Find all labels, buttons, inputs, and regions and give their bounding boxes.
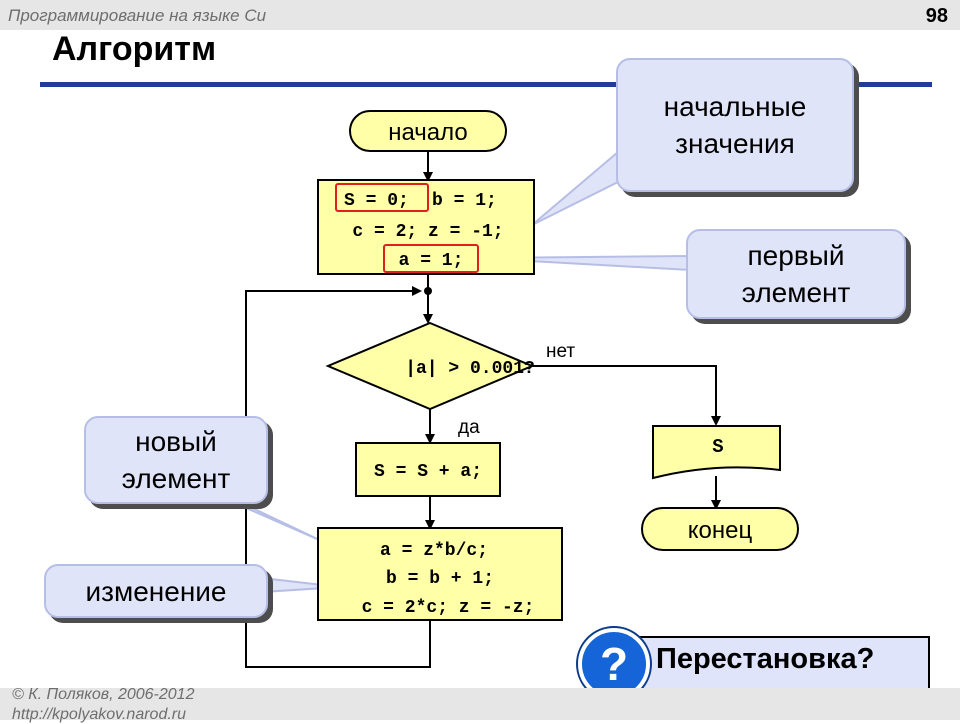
output-label: S [712, 436, 723, 458]
branch-yes-label: да [458, 417, 480, 438]
highlight-s [335, 183, 429, 212]
update-line1: a = z*b/c; [380, 541, 488, 561]
callout-change-label: изменение [85, 575, 227, 607]
callout-new-element-line1: новый [135, 426, 217, 457]
sum-label: S = S + a; [374, 462, 482, 482]
callout-first-element: первый элемент [686, 229, 906, 319]
highlight-a [383, 244, 479, 273]
page-number: 98 [925, 5, 948, 27]
question-box [620, 636, 930, 690]
update-line2: b = b + 1; [386, 569, 494, 589]
footer-copyright: © К. Поляков, 2006-2012 [12, 686, 195, 703]
callout-new-element-line2: элемент [121, 463, 231, 494]
callout-new-element: новый элемент [84, 416, 268, 504]
loop-back-line [245, 286, 431, 668]
start-label: начало [388, 119, 468, 146]
end-terminal [641, 507, 799, 551]
update-line3: c = 2*c; z = -z; [362, 598, 535, 618]
title-underline [40, 82, 932, 87]
callout-initial-values-line2: значения [675, 128, 795, 159]
callout-pointer-initial [531, 149, 619, 226]
course-title: Программирование на языке Си [8, 6, 267, 25]
loop-junction [424, 287, 432, 295]
init-line2: c = 2; z = -1; [352, 222, 503, 242]
callout-first-element-line2: элемент [741, 277, 851, 308]
callout-initial-values: начальные значения [616, 58, 854, 192]
slide-title: Алгоритм [52, 30, 217, 68]
callout-initial-values-line1: начальные [663, 91, 807, 122]
question-text: Перестановка? [656, 643, 875, 675]
init-line1b: b = 1; [432, 191, 497, 211]
end-label: конец [688, 517, 753, 544]
init-line3: a = 1; [399, 251, 464, 271]
init-block [317, 179, 535, 275]
output-block [652, 425, 781, 480]
init-line1a: S = 0; [344, 191, 409, 211]
header-bar [0, 0, 960, 30]
callout-first-element-line1: первый [747, 240, 845, 271]
callout-change: изменение [44, 564, 268, 618]
footer-bar [0, 688, 960, 720]
arrow-cond-no [532, 365, 721, 426]
branch-no-label: нет [546, 341, 575, 362]
sum-block [355, 442, 501, 497]
condition-diamond [325, 321, 535, 411]
start-terminal [349, 110, 507, 152]
condition-label: |a| > 0.001? [405, 359, 535, 379]
footer-url[interactable]: http://kpolyakov.narod.ru [12, 706, 187, 723]
update-block [317, 527, 563, 621]
